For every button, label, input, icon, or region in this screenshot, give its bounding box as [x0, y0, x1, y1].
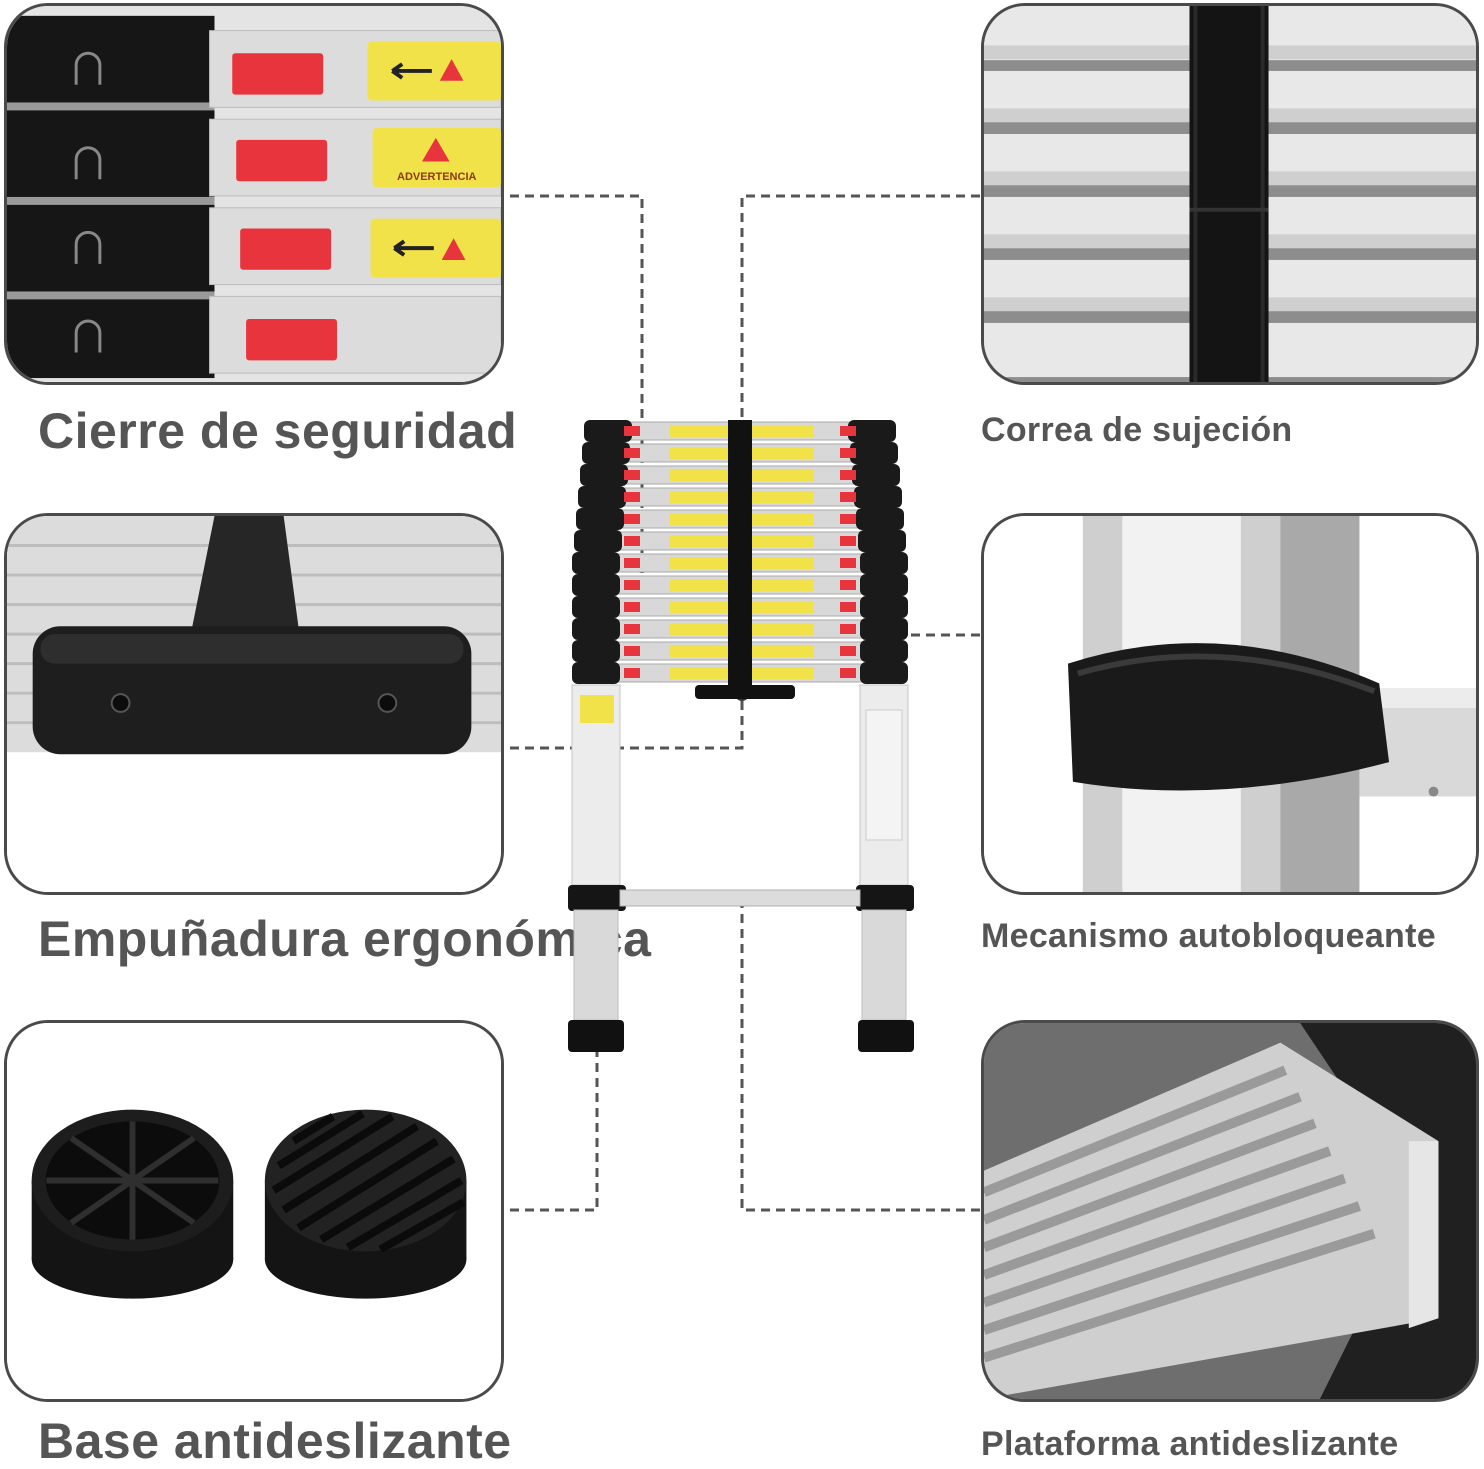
- self-lock-label: Mecanismo autobloqueante: [981, 917, 1436, 955]
- handle-label: Empuñadura ergonómica: [38, 911, 652, 967]
- safety-lock-closeup-icon: [7, 6, 501, 382]
- tread-closeup-icon: [984, 1023, 1476, 1399]
- strap-panel: [981, 3, 1479, 385]
- rubber-feet-closeup-icon: [7, 1023, 501, 1399]
- telescopic-ladder-illustration-icon: [568, 420, 914, 1052]
- warning-sticker-text: ADVERTENCIA: [397, 171, 477, 183]
- strap-label: Correa de sujeción: [981, 411, 1293, 449]
- safety-lock-label: Cierre de seguridad: [38, 403, 518, 459]
- handle-panel: [4, 513, 504, 895]
- safety-lock-panel: ADVERTENCIA: [4, 3, 504, 385]
- strap-closeup-icon: [984, 6, 1476, 382]
- self-lock-panel: [981, 513, 1479, 895]
- base-label: Base antideslizante: [38, 1413, 512, 1469]
- base-panel: [4, 1020, 504, 1402]
- platform-panel: [981, 1020, 1479, 1402]
- self-locking-closeup-icon: [984, 516, 1476, 892]
- handle-closeup-icon: [7, 516, 501, 892]
- platform-label: Plataforma antideslizante: [981, 1425, 1399, 1463]
